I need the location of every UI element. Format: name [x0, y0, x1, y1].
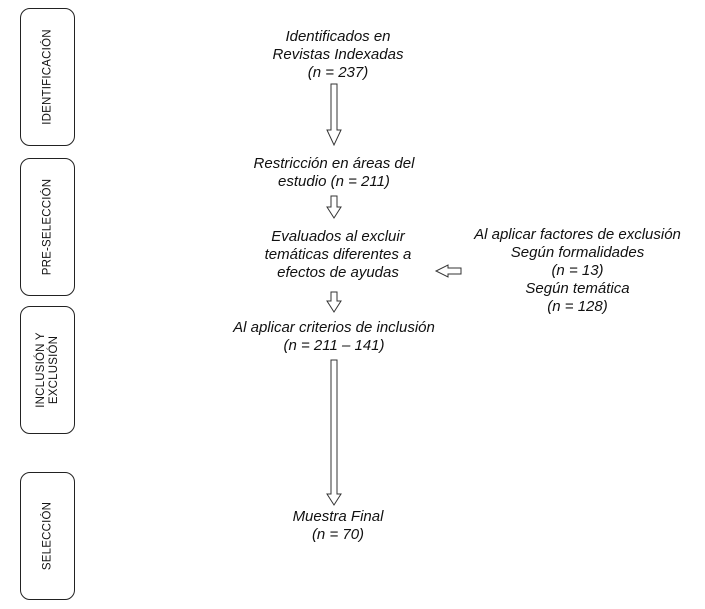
node-exclusion-line2: Según formalidades — [510, 244, 645, 261]
node-exclusion-line4: Según temática — [525, 280, 630, 297]
node-identified-line1: Identificados en — [285, 28, 391, 45]
node-final-line1: Muestra Final — [292, 508, 384, 525]
node-restriction-line2: estudio (n = 211) — [278, 173, 390, 190]
arrow-down-4 — [326, 359, 342, 506]
node-exclusion: Al aplicar factores de exclusión Según f… — [455, 226, 700, 316]
node-identified: Identificados en Revistas Indexadas (n =… — [228, 28, 448, 82]
node-final: Muestra Final (n = 70) — [248, 508, 428, 544]
node-exclusion-line5: (n = 128) — [547, 298, 608, 315]
phase-identificacion: IDENTIFICACIÓN — [20, 8, 75, 146]
arrow-down-3 — [326, 291, 342, 313]
arrow-left-exclusion — [434, 264, 462, 278]
node-restriction-line1: Restricción en áreas del — [253, 155, 415, 172]
node-inclusion: Al aplicar criterios de inclusión (n = 2… — [198, 319, 470, 355]
node-identified-line3: (n = 237) — [307, 64, 369, 81]
node-identified-line2: Revistas Indexadas — [272, 46, 404, 63]
node-inclusion-line2: (n = 211 – 141) — [283, 337, 385, 354]
phase-inclusion-exclusion: INCLUSIÓN Y EXCLUSIÓN — [20, 306, 75, 434]
node-evaluated-line2: temáticas diferentes a — [264, 246, 412, 263]
node-evaluated-line3: efectos de ayudas — [277, 264, 399, 281]
node-exclusion-line1: Al aplicar factores de exclusión — [474, 226, 681, 243]
node-final-line2: (n = 70) — [311, 526, 365, 543]
arrow-down-2 — [326, 195, 342, 219]
phase-preseleccion: PRE-SELECCIÓN — [20, 158, 75, 296]
arrow-down-1 — [326, 83, 342, 147]
node-evaluated: Evaluados al excluir temáticas diferente… — [228, 228, 448, 282]
node-exclusion-line3: (n = 13) — [551, 262, 604, 279]
node-inclusion-line1: Al aplicar criterios de inclusión — [233, 319, 435, 336]
node-evaluated-line1: Evaluados al excluir — [271, 228, 405, 245]
node-restriction: Restricción en áreas del estudio (n = 21… — [214, 155, 454, 191]
phase-seleccion: SELECCIÓN — [20, 472, 75, 600]
